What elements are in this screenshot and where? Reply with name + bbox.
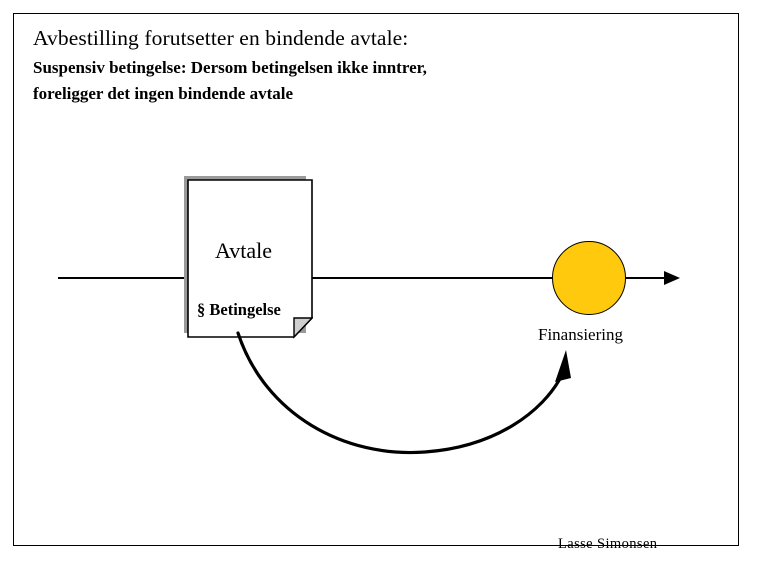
subtitle-line-1: Suspensiv betingelse: Dersom betingelsen… — [33, 58, 427, 77]
footer-rule-right — [662, 545, 739, 546]
timeline-arrowhead-icon — [664, 271, 680, 285]
footer-rule-left — [522, 545, 554, 546]
financing-circle-node — [552, 241, 626, 315]
document-shape-icon — [187, 179, 313, 339]
condition-to-financing-arrow-icon — [236, 331, 571, 455]
timeline-line — [58, 277, 672, 279]
document-condition-label: § Betingelse — [197, 300, 281, 319]
subtitle-line-2: foreligger det ingen bindende avtale — [33, 84, 294, 103]
document-title-label: Avtale — [215, 238, 273, 263]
footer-author-name: Lasse Simonsen — [558, 536, 658, 552]
page-title: Avbestilling forutsetter en bindende avt… — [33, 26, 409, 50]
financing-label: Finansiering — [538, 325, 623, 344]
